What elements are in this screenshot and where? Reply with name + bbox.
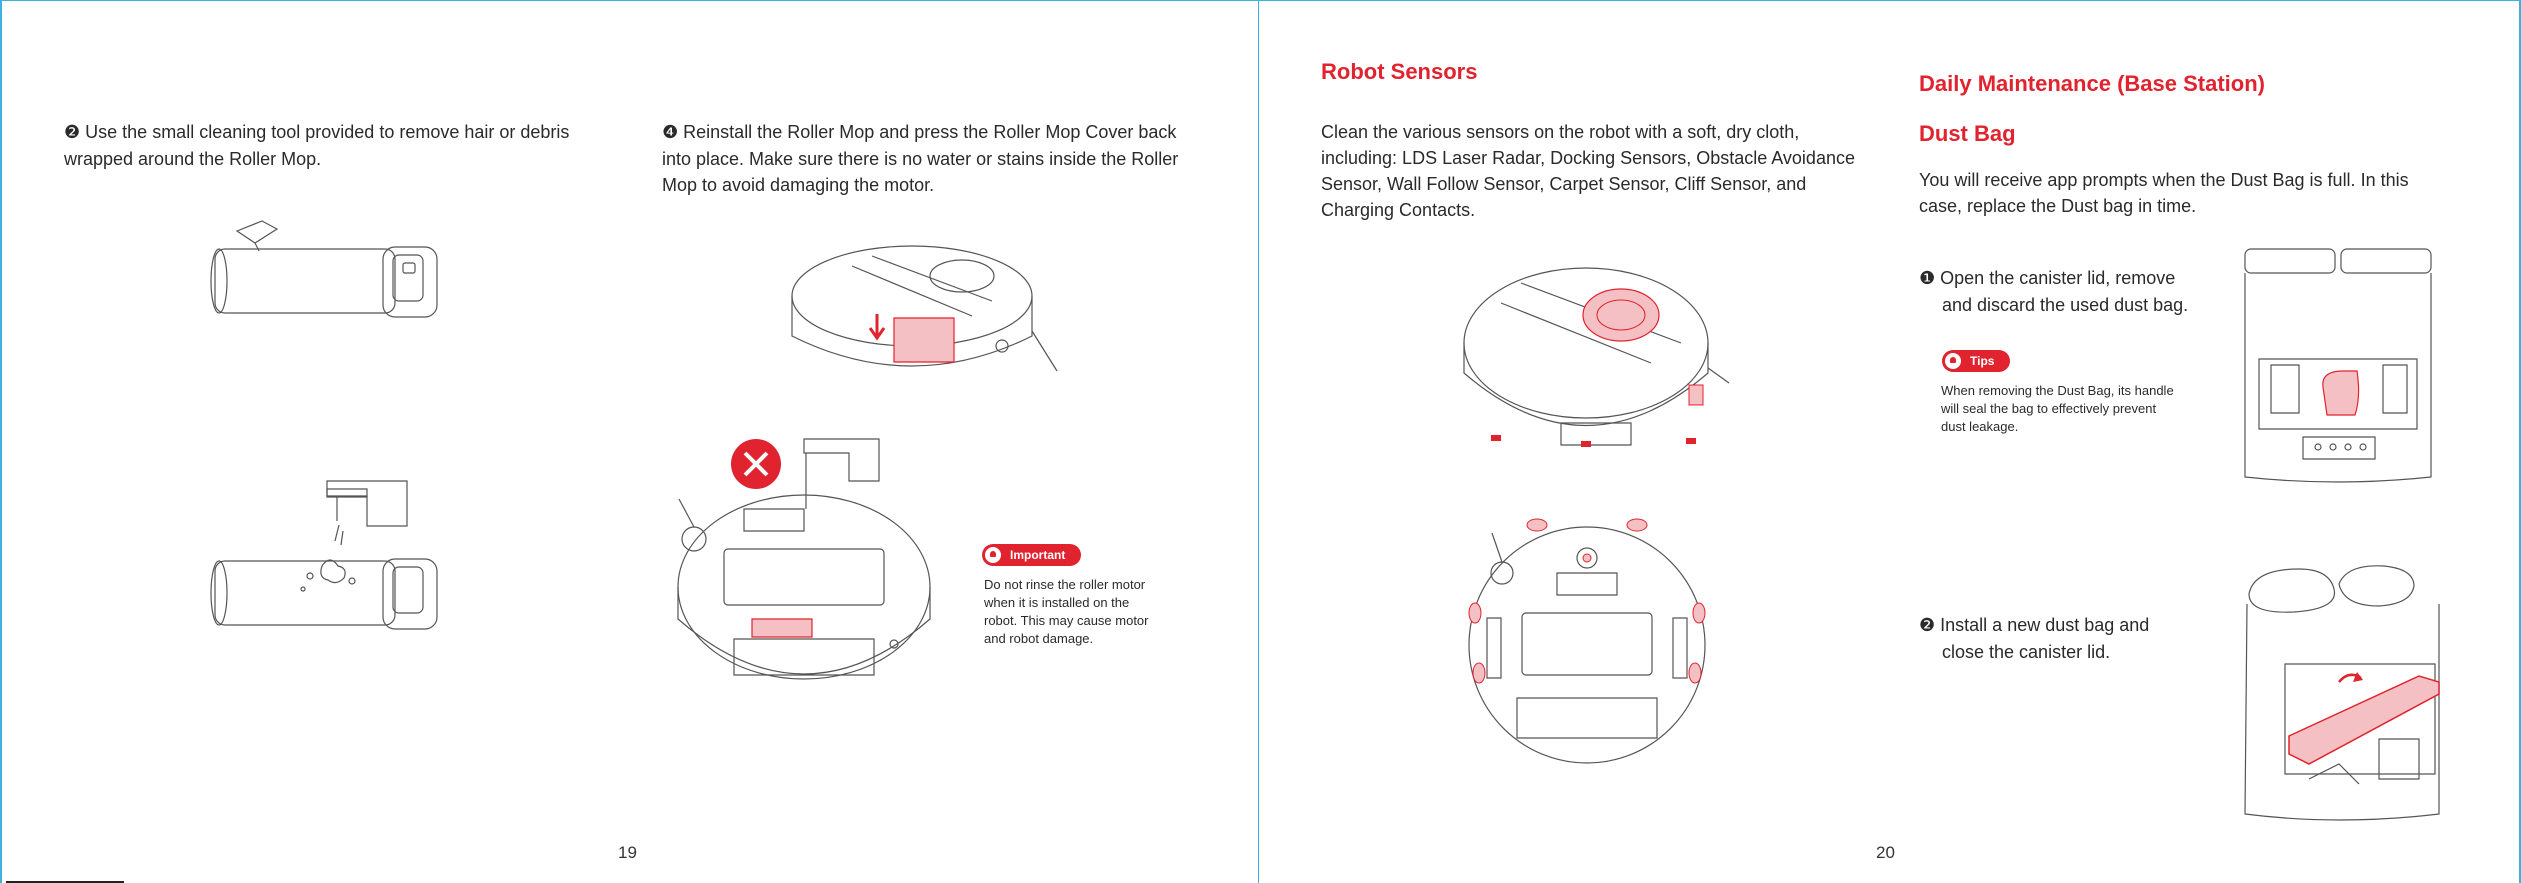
step-4-text-line3: Mop to avoid damaging the motor. <box>662 175 935 195</box>
sensors-line2: including: LDS Laser Radar, Docking Sens… <box>1321 148 1855 168</box>
important-label: Important <box>1010 548 1066 562</box>
step-2-badge: ❷ <box>64 122 81 143</box>
tips-badge: Tips <box>1942 350 2011 372</box>
robot-bottom-sensors-illustration <box>1467 513 1707 778</box>
step-4-instruction: ❹ Reinstall the Roller Mop and press the… <box>662 119 1222 198</box>
tips-line3: dust leakage. <box>1941 419 2019 434</box>
robot-top-sensors-illustration <box>1461 263 1731 447</box>
step-4-badge: ❹ <box>662 122 679 143</box>
sensors-line3: Sensor, Wall Follow Sensor, Carpet Senso… <box>1321 174 1807 194</box>
robot-sensors-body: Clean the various sensors on the robot w… <box>1321 119 1881 223</box>
dust-bag-step-1-badge: ❶ <box>1919 268 1936 289</box>
step-2-instruction: ❷ Use the small cleaning tool provided t… <box>64 119 624 172</box>
footer-mark <box>6 881 124 883</box>
step-2-text-line1: Use the small cleaning tool provided to … <box>85 122 570 142</box>
manual-page-20: Robot Sensors Clean the various sensors … <box>1259 0 2521 883</box>
page-number-19: 19 <box>618 843 637 862</box>
tips-line1: When removing the Dust Bag, its handle <box>1941 383 2174 398</box>
important-line1: Do not rinse the roller motor <box>984 577 1146 592</box>
important-note: Do not rinse the roller motor when it is… <box>984 576 1204 648</box>
tips-note: When removing the Dust Bag, its handle w… <box>1941 382 2221 436</box>
bell-icon <box>1945 353 1961 369</box>
dust-bag-intro-line2: case, replace the Dust bag in time. <box>1919 196 2197 216</box>
dust-bag-step-2: ❷ Install a new dust bag and close the c… <box>1919 612 2239 665</box>
important-line2: when it is installed on the <box>984 595 1130 610</box>
page-number-20: 20 <box>1876 843 1895 862</box>
dust-bag-step-1-line1: Open the canister lid, remove <box>1940 268 2176 288</box>
base-station-install-bag-illustration <box>2239 564 2464 829</box>
bell-icon <box>985 547 1001 563</box>
important-line3: robot. This may cause motor <box>984 613 1149 628</box>
dust-bag-heading: Dust Bag <box>1919 121 2016 146</box>
dust-bag-step-1-line2: and discard the used dust bag. <box>1942 295 2189 315</box>
roller-mop-cleaning-tool-illustration <box>207 221 447 331</box>
daily-maintenance-heading: Daily Maintenance (Base Station) <box>1919 71 2265 96</box>
sensors-line1: Clean the various sensors on the robot w… <box>1321 122 1800 142</box>
dust-bag-step-2-line1: Install a new dust bag and <box>1940 615 2150 635</box>
dust-bag-step-2-line2: close the canister lid. <box>1942 642 2111 662</box>
important-badge: Important <box>982 544 1082 566</box>
robot-underside-rinse-warning-illustration <box>674 439 944 709</box>
step-4-text-line1: Reinstall the Roller Mop and press the R… <box>683 122 1177 142</box>
step-2-text-line2: wrapped around the Roller Mop. <box>64 149 322 169</box>
prohibited-x-icon <box>731 439 781 489</box>
robot-sensors-heading: Robot Sensors <box>1321 59 1478 84</box>
dust-bag-intro: You will receive app prompts when the Du… <box>1919 167 2479 219</box>
tips-line2: will seal the bag to effectively prevent <box>1941 401 2157 416</box>
manual-page-19: ❷ Use the small cleaning tool provided t… <box>0 0 1259 883</box>
tips-label: Tips <box>1970 354 1995 368</box>
base-station-open-lid-illustration <box>2243 247 2433 487</box>
roller-mop-rinse-illustration <box>207 481 447 631</box>
sensors-line4: Charging Contacts. <box>1321 200 1476 220</box>
dust-bag-step-2-badge: ❷ <box>1919 615 1936 636</box>
dust-bag-step-1: ❶ Open the canister lid, remove and disc… <box>1919 265 2239 318</box>
step-4-text-line2: into place. Make sure there is no water … <box>662 149 1179 169</box>
dust-bag-intro-line1: You will receive app prompts when the Du… <box>1919 170 2409 190</box>
robot-roller-cover-reinstall-illustration <box>792 236 1062 396</box>
important-line4: and robot damage. <box>984 631 1094 646</box>
